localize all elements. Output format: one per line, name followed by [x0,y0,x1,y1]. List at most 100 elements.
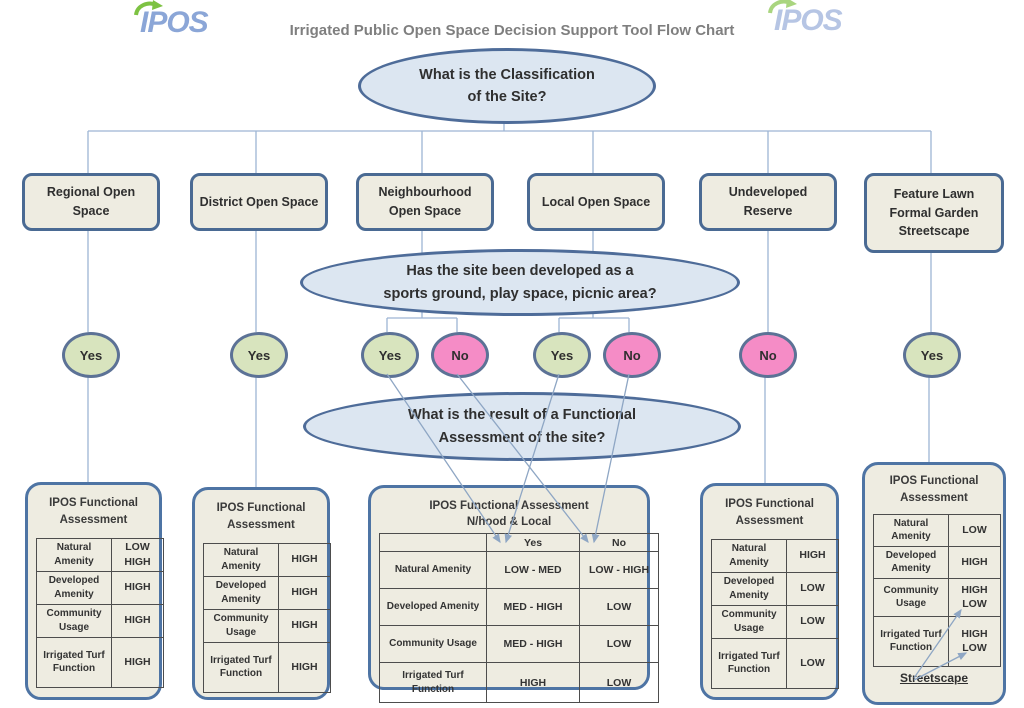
assessment-table: Natural Amenity HIGH Developed Amenity H… [203,542,331,693]
assessment-title-line: IPOS Functional [49,497,138,509]
criterion-value-no: LOW - HIGH [579,551,659,590]
criterion-value-no: LOW [579,662,659,704]
criterion-value: HIGH [278,542,331,577]
criterion-value: HIGH [278,575,331,610]
criterion-label: Developed Amenity [379,588,487,627]
criterion-label: Community Usage [873,577,949,617]
answer-no-undeveloped: No [739,332,797,378]
criterion-value-no: LOW [579,625,659,664]
page-title: Irrigated Public Open Space Decision Sup… [289,22,735,39]
ipos-logo-right: IPOS [768,0,843,37]
assessment-title-line: N/hood & Local [466,516,552,529]
answer-yes-local: Yes [533,332,591,378]
assessment-title: IPOS Functional Assessment N/hood & Loca… [379,498,639,530]
criterion-value: HIGH LOW [948,577,1001,617]
criterion-value: LOW [786,637,839,689]
criterion-value-yes: HIGH [486,662,580,704]
criterion-value: HIGH [278,641,331,693]
node-regional-open-space: Regional Open Space [22,173,160,231]
criterion-label: Developed Amenity [873,545,949,579]
answer-yes-feature: Yes [903,332,961,378]
column-header-no: No [579,533,659,553]
column-header-yes: Yes [486,533,580,553]
assessment-nhood-local: IPOS Functional Assessment N/hood & Loca… [368,485,659,704]
streetscape-footnote: Streetscape [899,670,969,685]
assessment-table: Natural Amenity LOW Developed Amenity HI… [873,513,1001,667]
criterion-label: Irrigated Turf Function [711,637,787,689]
assessment-title: IPOS Functional Assessment [873,473,995,508]
assessment-title-line: Assessment [900,492,968,505]
assessment-table: Natural Amenity LOW HIGH Developed Ameni… [36,537,164,688]
node-label: Formal Garden [889,205,979,220]
criterion-value: LOW [948,513,1001,547]
question-developed: Has the site been developed as a sports … [300,249,740,316]
criterion-value: HIGH [786,538,839,573]
answer-yes-neighbourhood: Yes [361,332,419,378]
question-line: of the Site? [467,89,547,105]
question-line: Has the site been developed as a [406,263,634,280]
node-label: Neighbourhood [378,185,472,200]
assessment-title-line: IPOS Functional [216,502,306,514]
node-local-open-space: Local Open Space [527,173,665,231]
criterion-value-yes: MED - HIGH [486,588,580,627]
criterion-label: Community Usage [36,603,112,638]
question-functional: What is the result of a Functional Asses… [303,392,741,461]
criterion-label: Community Usage [711,604,787,639]
criterion-label: Natural Amenity [379,551,487,590]
assessment-district: IPOS Functional Assessment Natural Ameni… [192,487,331,700]
node-neighbourhood-open-space: Neighbourhood Open Space [356,173,494,231]
criterion-value: HIGH [111,570,164,605]
assessment-title: IPOS Functional Assessment [36,495,151,530]
node-label: Undeveloped [728,185,808,200]
assessment-title-line: IPOS Functional Assessment [429,500,589,512]
criterion-value: LOW [786,571,839,606]
ipos-logo-text: IPOS [140,6,209,39]
criterion-label: Irrigated Turf Function [873,615,949,667]
question-classification: What is the Classification of the Site? [358,48,656,124]
criterion-label: Irrigated Turf Function [379,662,487,704]
ipos-swoosh-icon [134,0,163,16]
criterion-value-yes: LOW - MED [486,551,580,590]
node-label: Streetscape [898,224,970,239]
criterion-label: Natural Amenity [36,537,112,572]
node-label: Local Open Space [541,194,651,209]
assessment-title-line: Assessment [735,515,804,528]
node-undeveloped-reserve: Undeveloped Reserve [699,173,837,231]
ipos-swoosh-icon [768,0,797,14]
criterion-label: Developed Amenity [203,575,279,610]
question-line: What is the result of a Functional [408,407,636,424]
assessment-title-line: Assessment [227,519,295,532]
criterion-value: LOW HIGH [111,537,164,572]
criterion-value-no: LOW [579,588,659,627]
ipos-logo-text: IPOS [774,4,843,37]
assessment-undeveloped: IPOS Functional Assessment Natural Ameni… [700,483,839,700]
criterion-label: Developed Amenity [36,570,112,605]
criterion-value-yes: MED - HIGH [486,625,580,664]
question-line: sports ground, play space, picnic area? [383,285,657,302]
criterion-label: Community Usage [203,608,279,643]
node-feature-lawn: Feature Lawn Formal Garden Streetscape [864,173,1004,253]
question-line: Assessment of the site? [438,429,606,446]
node-label: Regional Open [46,185,136,200]
assessment-title: IPOS Functional Assessment [711,496,828,531]
node-label: Reserve [743,204,793,218]
criterion-value: HIGH LOW [948,615,1001,667]
criterion-value: HIGH [111,603,164,638]
criterion-value: HIGH [278,608,331,643]
criterion-value: LOW [786,604,839,639]
assessment-title-line: IPOS Functional [889,475,979,487]
criterion-label: Natural Amenity [203,542,279,577]
criterion-label: Irrigated Turf Function [36,636,112,688]
criterion-value: HIGH [111,636,164,688]
assessment-feature: IPOS Functional Assessment Natural Ameni… [862,462,1006,705]
answer-yes-regional: Yes [62,332,120,378]
node-district-open-space: District Open Space [190,173,328,231]
assessment-title-line: Assessment [59,514,128,527]
node-label: Open Space [388,204,462,218]
assessment-title: IPOS Functional Assessment [203,500,319,535]
criterion-label: Irrigated Turf Function [203,641,279,693]
answer-no-neighbourhood: No [431,332,489,378]
assessment-table: Natural Amenity HIGH Developed Amenity L… [711,538,839,689]
answer-yes-district: Yes [230,332,288,378]
corner-cell [379,533,487,553]
